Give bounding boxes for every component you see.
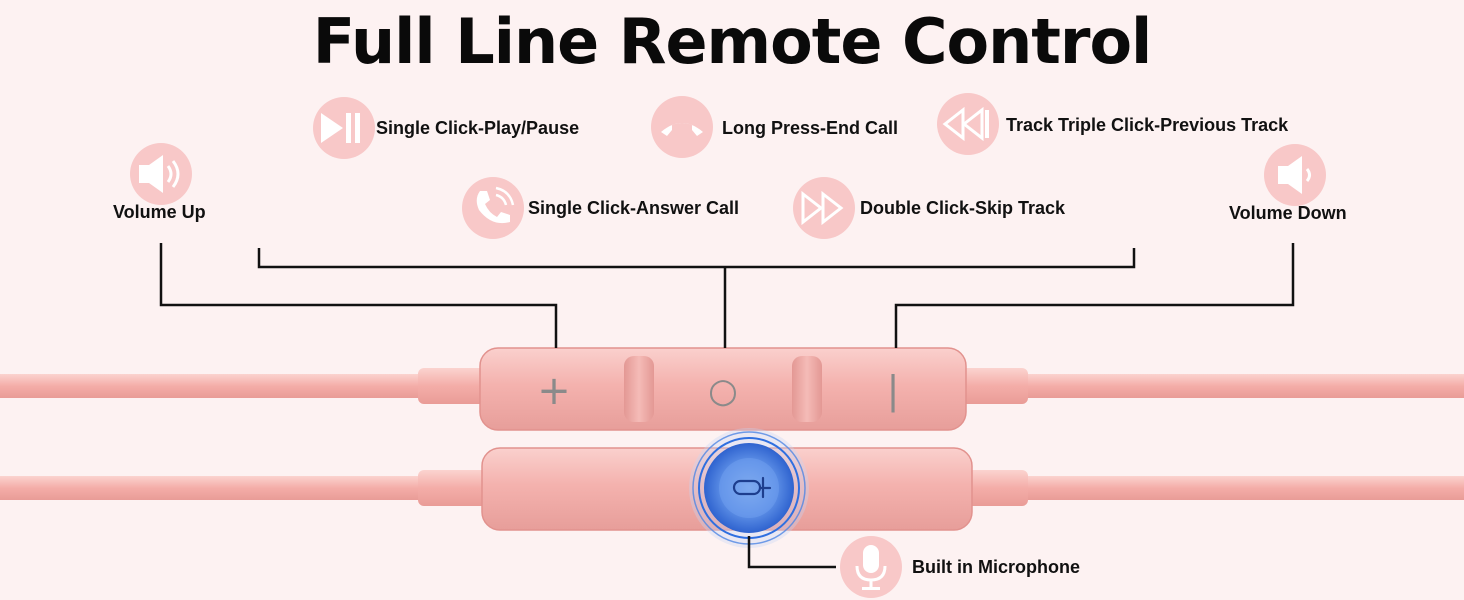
microphone-icon	[732, 476, 772, 499]
previous-track-label: Track Triple Click-Previous Track	[1006, 115, 1289, 135]
volume-down-button[interactable]: |	[887, 368, 900, 413]
rewind-icon	[937, 93, 999, 155]
lower-strain-relief-left	[418, 470, 490, 506]
microphone-label: Built in Microphone	[912, 557, 1080, 577]
upper-strain-relief-right	[960, 368, 1028, 404]
remote-grip-left	[624, 356, 654, 422]
fast-forward-icon	[793, 177, 855, 239]
upper-strain-relief-left	[418, 368, 490, 404]
answer-call-label: Single Click-Answer Call	[528, 198, 740, 218]
skip-track-label: Double Click-Skip Track	[860, 198, 1066, 218]
speaker-loud-icon	[130, 143, 192, 205]
remote-control-body	[479, 347, 967, 431]
play-pause-label: Single Click-Play/Pause	[376, 118, 580, 138]
volume-up-button[interactable]: +	[537, 368, 571, 414]
speaker-quiet-icon	[1264, 144, 1326, 206]
remote-grip-right	[792, 356, 822, 422]
lower-strain-relief-right	[960, 470, 1028, 506]
lower-cable-left	[0, 476, 430, 500]
phone-ringing-icon	[462, 177, 524, 239]
lower-cable-right	[1020, 476, 1464, 500]
volume-down-label: Volume Down	[1229, 203, 1347, 223]
play-pause-icon	[313, 97, 375, 159]
end-call-label: Long Press-End Call	[722, 118, 899, 138]
page-title: Full Line Remote Control	[312, 5, 1153, 78]
upper-cable-left	[0, 374, 430, 398]
upper-cable-right	[1020, 374, 1464, 398]
phone-hangup-icon	[651, 96, 713, 158]
microphone-icon	[840, 536, 902, 598]
microphone-glow	[689, 428, 809, 548]
connector-lines	[159, 243, 1295, 569]
volume-up-label: Volume Up	[113, 202, 206, 222]
multifunction-button[interactable]: ○	[708, 371, 738, 411]
